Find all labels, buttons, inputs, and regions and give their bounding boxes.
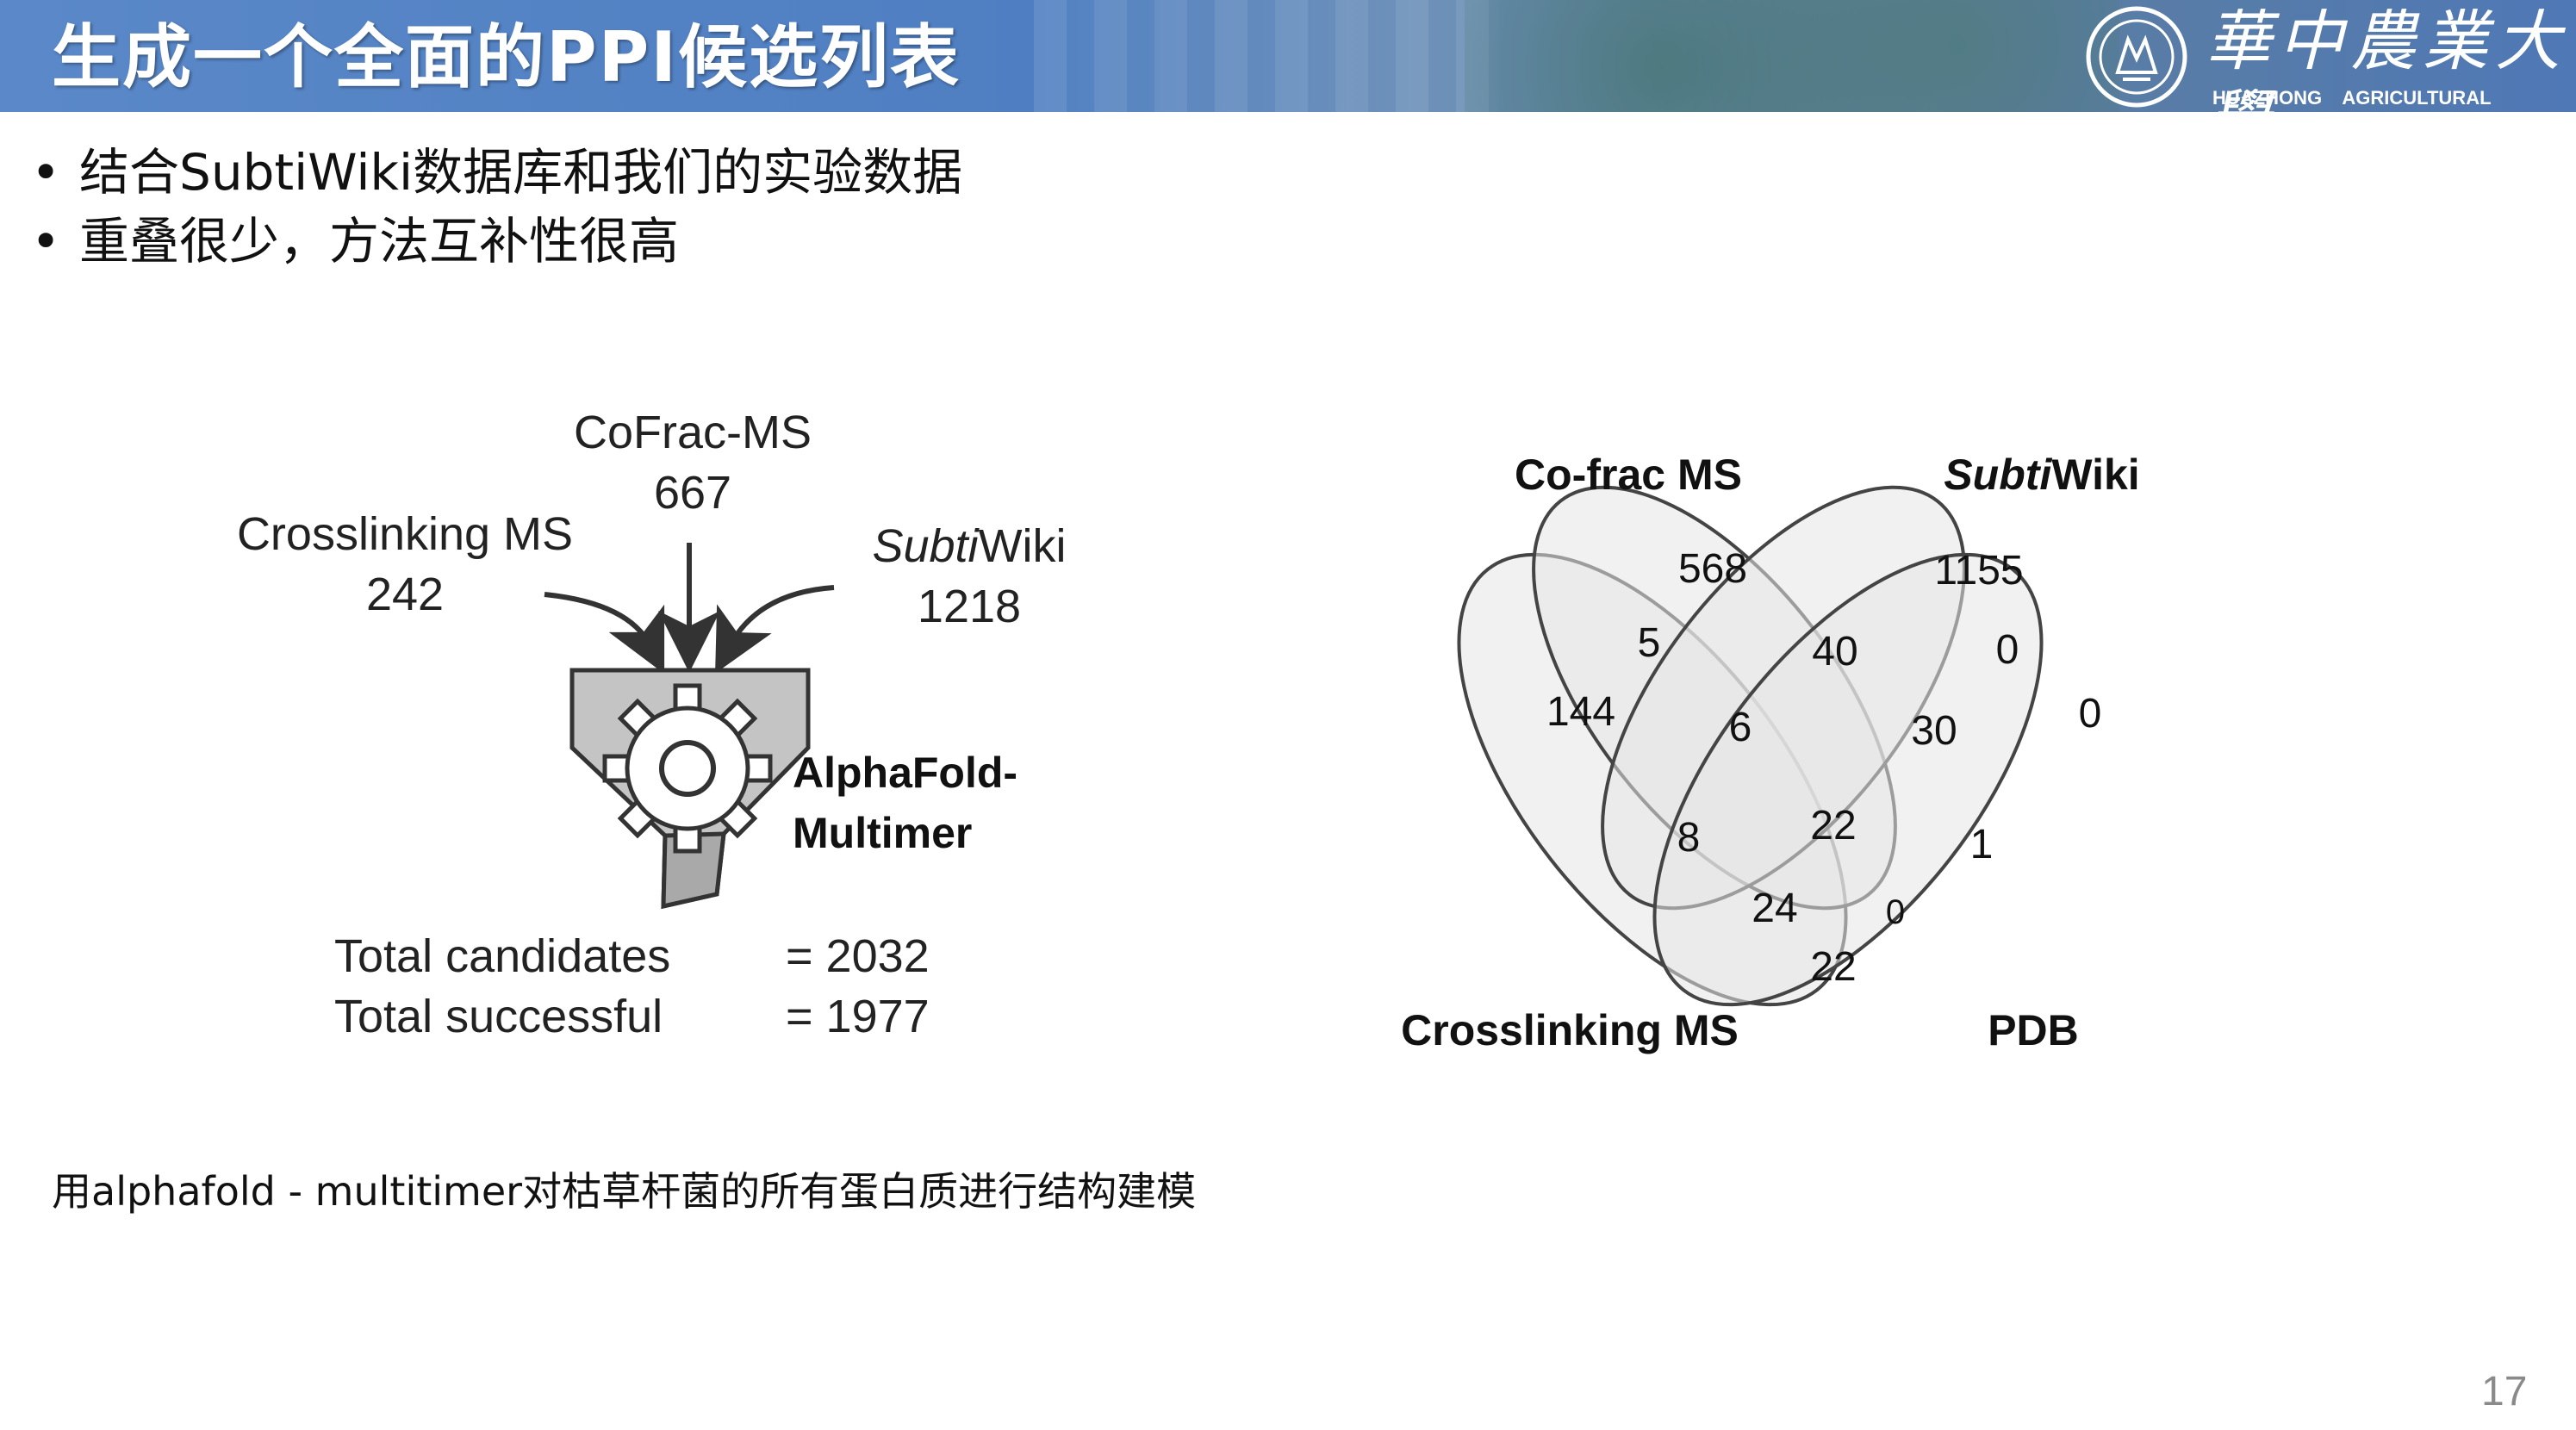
input-count-cofrac: 667: [654, 467, 731, 519]
input-count-subtiwiki: 1218: [918, 581, 1021, 632]
slide-caption: 用alphafold - multitimer对枯草杆菌的所有蛋白质进行结构建模: [52, 1168, 1197, 1215]
model-label-line2: Multimer: [793, 809, 972, 857]
slide-title: 生成一个全面的PPI候选列表: [52, 17, 961, 97]
venn-region-cofrac-pdb: 24: [1752, 886, 1797, 931]
page-number: 17: [2481, 1369, 2528, 1414]
model-label-line1: AlphaFold-: [793, 749, 1017, 797]
bullet-text: 结合SubtiWiki数据库和我们的实验数据: [79, 143, 963, 202]
total-successful-label: Total successful: [334, 991, 663, 1042]
input-count-crosslinking: 242: [366, 569, 444, 620]
total-candidates-value: = 2032: [786, 930, 930, 982]
venn-label-cofrac: Co-frac MS: [1515, 451, 1742, 499]
pipeline-diagram: Crosslinking MS 242 CoFrac-MS 667 SubtiW…: [237, 407, 1067, 1042]
university-name-en: HUAZHONG AGRICULTURAL UNIVERSITY: [2212, 87, 2492, 133]
venn-region-cofrac-only: 568: [1678, 546, 1747, 592]
venn-region-cofrac-subtiwiki-pdb: 30: [1911, 708, 1957, 754]
arrow-subtiwiki: [715, 585, 835, 674]
total-candidates-label: Total candidates: [334, 930, 670, 982]
venn-region-subtiwiki-crosslinking: 0: [1886, 893, 1905, 931]
venn-region-pdb-only: 0: [2079, 691, 2102, 737]
header-trees-image: [1465, 0, 2119, 112]
venn-subtiwiki-italic: Subti: [1944, 451, 2052, 499]
venn-region-cofrac-subtiwiki: 40: [1812, 629, 1857, 675]
venn-region-cofrac-subtiwiki-crosslinking: 6: [1729, 705, 1752, 750]
venn-region-all-four: 22: [1810, 803, 1856, 849]
venn-region-crosslinking-pdb: 22: [1810, 944, 1856, 990]
venn-region-cofrac-crosslinking-pdb: 8: [1677, 815, 1701, 861]
venn-diagram: Co-frac MS SubtiWiki Crosslinking MS PDB…: [1401, 451, 2140, 1054]
venn-label-pdb: PDB: [1988, 1006, 2079, 1054]
arrow-crosslinking: [544, 592, 665, 675]
venn-set-pdb: [1652, 552, 2044, 1007]
venn-label-crosslinking: Crosslinking MS: [1401, 1006, 1739, 1054]
bullet-item: •重叠很少，方法互补性很高: [31, 212, 680, 270]
subtiwiki-rest-part: Wiki: [979, 520, 1067, 572]
header-bar: [0, 0, 2576, 112]
venn-region-cofrac-crosslinking: 5: [1638, 620, 1661, 666]
subtiwiki-italic-part: Subti: [872, 520, 980, 572]
venn-region-subtiwiki-only: 1155: [1934, 548, 2023, 594]
header-building-image: [1034, 0, 1499, 112]
venn-subtiwiki-rest: Wiki: [2051, 451, 2139, 499]
bullet-list: •结合SubtiWiki数据库和我们的实验数据 •重叠很少，方法互补性很高: [31, 138, 962, 276]
university-seal-icon: [2086, 6, 2187, 108]
input-label-crosslinking: Crosslinking MS: [237, 508, 573, 560]
gear-icon: [602, 683, 773, 854]
venn-region-crosslinking-only: 144: [1546, 689, 1615, 735]
input-label-subtiwiki: SubtiWiki: [872, 520, 1066, 572]
bullet-text: 重叠很少，方法互补性很高: [79, 212, 680, 270]
total-successful-value: = 1977: [786, 991, 930, 1042]
venn-region-subtiwiki-pdb: 0: [1996, 627, 2019, 673]
bullet-item: •结合SubtiWiki数据库和我们的实验数据: [31, 143, 963, 202]
venn-label-subtiwiki: SubtiWiki: [1944, 451, 2139, 499]
venn-region-subtiwiki-crosslinking-pdb: 1: [1970, 822, 1994, 867]
input-label-cofrac: CoFrac-MS: [574, 407, 812, 458]
university-name-cn: 華中農業大學: [2206, 3, 2567, 159]
